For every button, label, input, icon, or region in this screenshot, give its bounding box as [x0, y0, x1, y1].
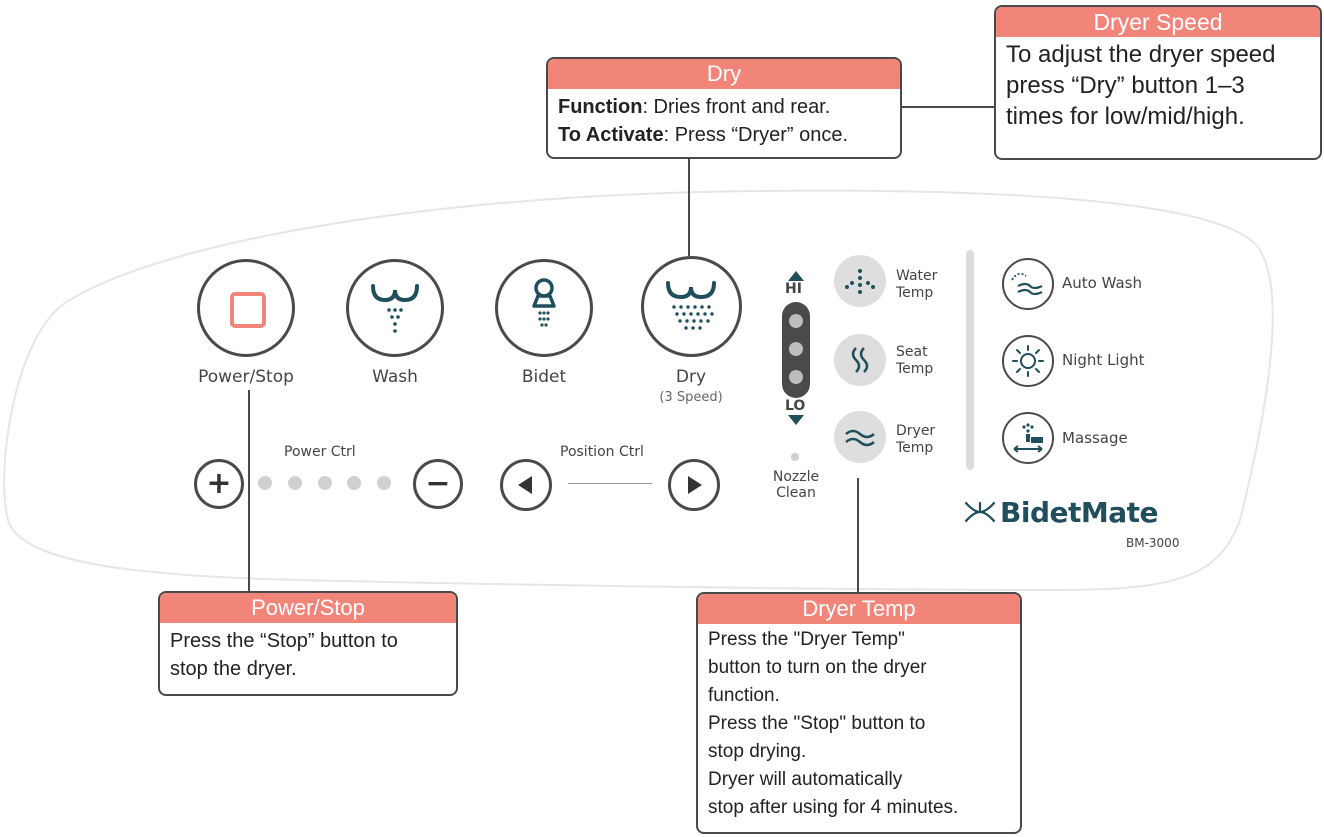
- panel-divider: [966, 250, 974, 470]
- callout-dryer-speed-title: Dryer Speed: [996, 7, 1320, 37]
- power-stop-line: stop the dryer.: [170, 658, 297, 680]
- water-temp-icon: [845, 269, 875, 294]
- dryer-temp-line: button to turn on the dryer: [708, 657, 927, 678]
- connector-dry: [688, 158, 690, 256]
- dryer-speed-line: press “Dry” button 1–3: [1006, 72, 1245, 99]
- lo-arrow-icon: [788, 415, 804, 425]
- dryer-temp-button[interactable]: [834, 411, 886, 463]
- lo-label: LO: [785, 398, 806, 414]
- function-text: : Dries front and rear.: [642, 96, 831, 118]
- night-light-label: Night Light: [1062, 351, 1145, 369]
- callout-dry-body: Function: Dries front and rear. To Activ…: [548, 89, 900, 155]
- dry-label: Dry: [675, 367, 707, 387]
- power-plus-button[interactable]: +: [194, 459, 244, 509]
- connector-dryer-temp: [857, 478, 859, 593]
- position-left-button[interactable]: [500, 459, 552, 511]
- seat-temp-label-1: Seat: [896, 344, 928, 360]
- activate-text: : Press “Dryer” once.: [663, 124, 849, 146]
- power-level-dot: [258, 476, 272, 490]
- callout-power-stop-title: Power/Stop: [160, 593, 456, 623]
- power-ctrl-label: Power Ctrl: [284, 444, 356, 460]
- night-light-icon: [1012, 345, 1044, 377]
- level-dot-low: [789, 370, 803, 384]
- power-stop-line: Press the “Stop” button to: [170, 630, 398, 652]
- bidet-label: Bidet: [521, 367, 567, 387]
- callout-dryer-temp: Dryer Temp Press the "Dryer Temp" button…: [696, 592, 1022, 834]
- pressure-level-slider[interactable]: [782, 302, 810, 398]
- night-light-button[interactable]: [1002, 335, 1054, 387]
- minus-icon: −: [425, 466, 451, 501]
- bidet-button[interactable]: [495, 259, 593, 357]
- position-right-button[interactable]: [668, 459, 720, 511]
- brand-name: BidetMate: [1000, 496, 1159, 529]
- callout-power-stop-body: Press the “Stop” button to stop the drye…: [160, 623, 456, 689]
- level-dot-high: [789, 314, 803, 328]
- bidetmate-logo-icon: [964, 501, 996, 523]
- nozzle-clean-label-2[interactable]: Clean: [776, 485, 816, 501]
- dryer-temp-line: Press the "Stop" button to: [708, 713, 926, 734]
- hi-arrow-icon: [788, 271, 804, 281]
- power-stop-label: Power/Stop: [198, 367, 294, 387]
- dryer-speed-line: To adjust the dryer speed: [1006, 41, 1276, 68]
- nozzle-clean-indicator: [791, 453, 799, 461]
- dry-speed-note: (3 Speed): [659, 390, 723, 405]
- callout-dryer-speed-body: To adjust the dryer speed press “Dry” bu…: [996, 37, 1320, 134]
- callout-dryer-speed: Dryer Speed To adjust the dryer speed pr…: [994, 5, 1322, 160]
- dryer-temp-line: Press the "Dryer Temp": [708, 629, 905, 650]
- position-ctrl-label: Position Ctrl: [560, 444, 644, 460]
- wash-button[interactable]: [346, 259, 444, 357]
- wash-icon: [371, 284, 419, 333]
- dryer-temp-icon: [845, 429, 875, 447]
- dry-button[interactable]: [641, 256, 742, 357]
- connector-dryer-speed: [900, 106, 996, 108]
- dryer-temp-line: stop after using for 4 minutes.: [708, 797, 959, 818]
- dry-icon: [666, 281, 716, 330]
- dryer-speed-line: times for low/mid/high.: [1006, 103, 1245, 130]
- power-level-dot: [377, 476, 391, 490]
- water-temp-label-2: Temp: [896, 285, 934, 301]
- callout-dry-title: Dry: [548, 59, 900, 89]
- power-level-dot: [347, 476, 361, 490]
- dryer-temp-line: stop drying.: [708, 741, 807, 762]
- water-temp-label-1: Water: [896, 268, 938, 284]
- massage-label: Massage: [1062, 429, 1128, 447]
- plus-icon: +: [206, 466, 232, 501]
- dryer-temp-line: function.: [708, 685, 780, 706]
- connector-power-stop: [248, 390, 250, 592]
- callout-dryer-temp-body: Press the "Dryer Temp" button to turn on…: [698, 624, 1020, 828]
- nozzle-clean-label-1[interactable]: Nozzle: [772, 469, 820, 485]
- level-dot-mid: [789, 342, 803, 356]
- triangle-right-icon: [688, 476, 702, 494]
- callout-power-stop: Power/Stop Press the “Stop” button to st…: [158, 591, 458, 696]
- auto-wash-button[interactable]: [1002, 258, 1054, 310]
- stop-square-icon: [230, 292, 266, 328]
- dryer-temp-label-1: Dryer: [896, 423, 936, 439]
- massage-button[interactable]: [1002, 412, 1054, 464]
- wash-label: Wash: [372, 367, 418, 387]
- seat-temp-icon: [851, 347, 869, 373]
- power-minus-button[interactable]: −: [413, 459, 463, 509]
- power-level-dot: [288, 476, 302, 490]
- function-label: Function: [558, 96, 643, 118]
- seat-temp-label-2: Temp: [896, 361, 934, 377]
- power-stop-button[interactable]: [197, 259, 295, 357]
- auto-wash-icon: [1011, 272, 1043, 296]
- triangle-left-icon: [518, 476, 532, 494]
- massage-icon: [1013, 423, 1043, 453]
- activate-label: To Activate: [558, 124, 664, 146]
- power-level-dot: [318, 476, 332, 490]
- dryer-temp-label-2: Temp: [896, 440, 934, 456]
- hi-label: HI: [785, 281, 802, 297]
- water-temp-button[interactable]: [834, 255, 886, 307]
- callout-dryer-temp-title: Dryer Temp: [698, 594, 1020, 624]
- brand-model: BM-3000: [1126, 536, 1180, 550]
- bidet-icon: [532, 278, 556, 327]
- dryer-temp-line: Dryer will automatically: [708, 769, 903, 790]
- callout-dry: Dry Function: Dries front and rear. To A…: [546, 57, 902, 159]
- seat-temp-button[interactable]: [834, 334, 886, 386]
- auto-wash-label: Auto Wash: [1062, 274, 1142, 292]
- position-track: [568, 483, 652, 484]
